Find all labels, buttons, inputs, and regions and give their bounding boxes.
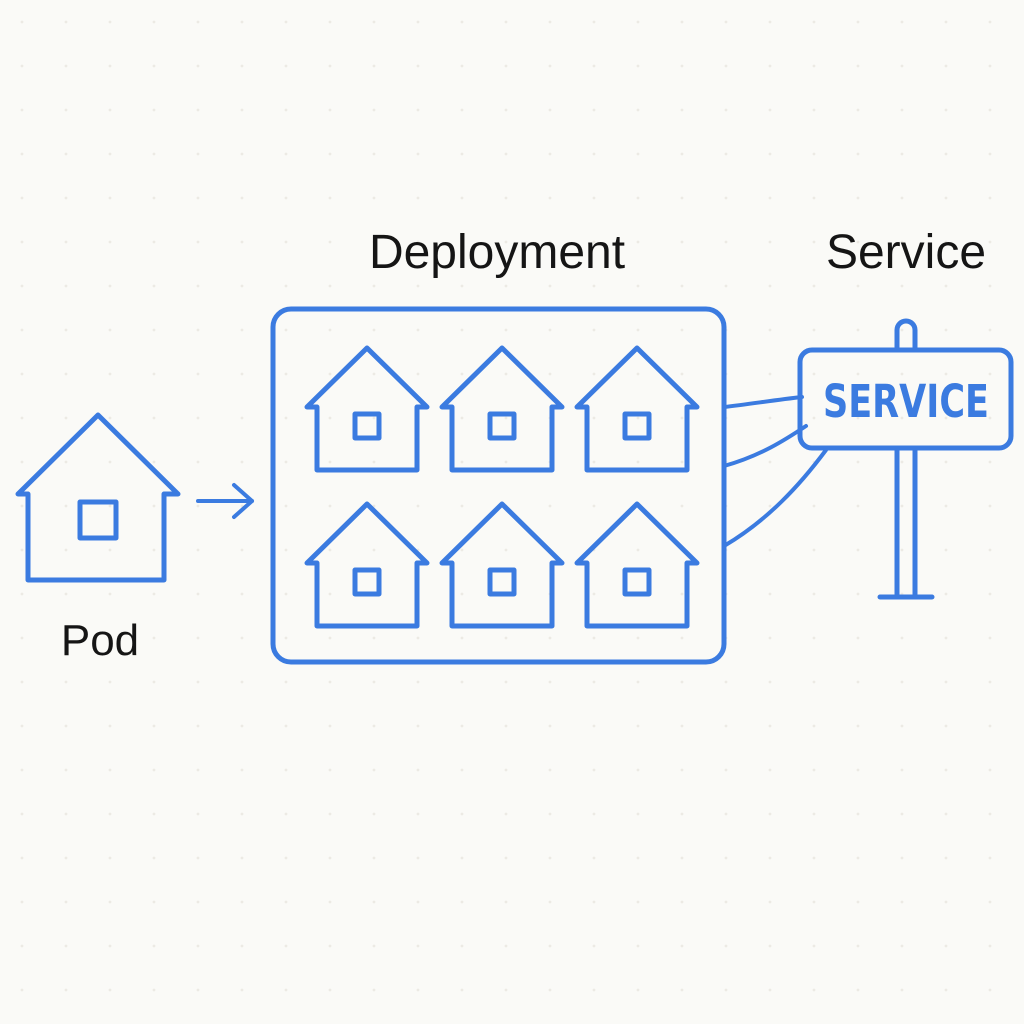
deployment-box	[270, 306, 727, 665]
service-node: Service SERVICE	[797, 226, 1014, 600]
sign-text: SERVICE	[823, 375, 989, 428]
house-window	[487, 567, 517, 597]
house-icon	[574, 501, 700, 629]
house-window	[77, 499, 119, 541]
replica-pod	[304, 501, 430, 629]
house-icon	[304, 501, 430, 629]
house-window	[352, 411, 382, 441]
signpost-icon: SERVICE	[797, 318, 1014, 600]
house-icon	[439, 345, 565, 473]
replica-pod	[574, 345, 700, 473]
replica-grid	[304, 345, 700, 629]
house-icon	[574, 345, 700, 473]
replica-pod	[574, 501, 700, 629]
deployment-node: Deployment	[270, 226, 727, 665]
house-icon	[15, 412, 181, 583]
house-window	[622, 567, 652, 597]
house-window	[622, 411, 652, 441]
pod-label: Pod	[61, 616, 139, 665]
sign-board	[797, 347, 1014, 451]
arrow-right-icon	[196, 483, 254, 519]
service-label: Service	[826, 226, 986, 279]
connector-line	[722, 448, 828, 548]
signpost-top	[894, 318, 918, 353]
replica-pod	[439, 345, 565, 473]
deployment-label: Deployment	[369, 226, 625, 279]
house-window	[352, 567, 382, 597]
house-icon	[304, 345, 430, 473]
house-icon	[439, 501, 565, 629]
house-window	[487, 411, 517, 441]
pod-node: Pod	[15, 412, 181, 665]
replica-pod	[304, 345, 430, 473]
replica-pod	[439, 501, 565, 629]
signpost-pole	[894, 447, 918, 599]
connector-line	[722, 395, 804, 409]
